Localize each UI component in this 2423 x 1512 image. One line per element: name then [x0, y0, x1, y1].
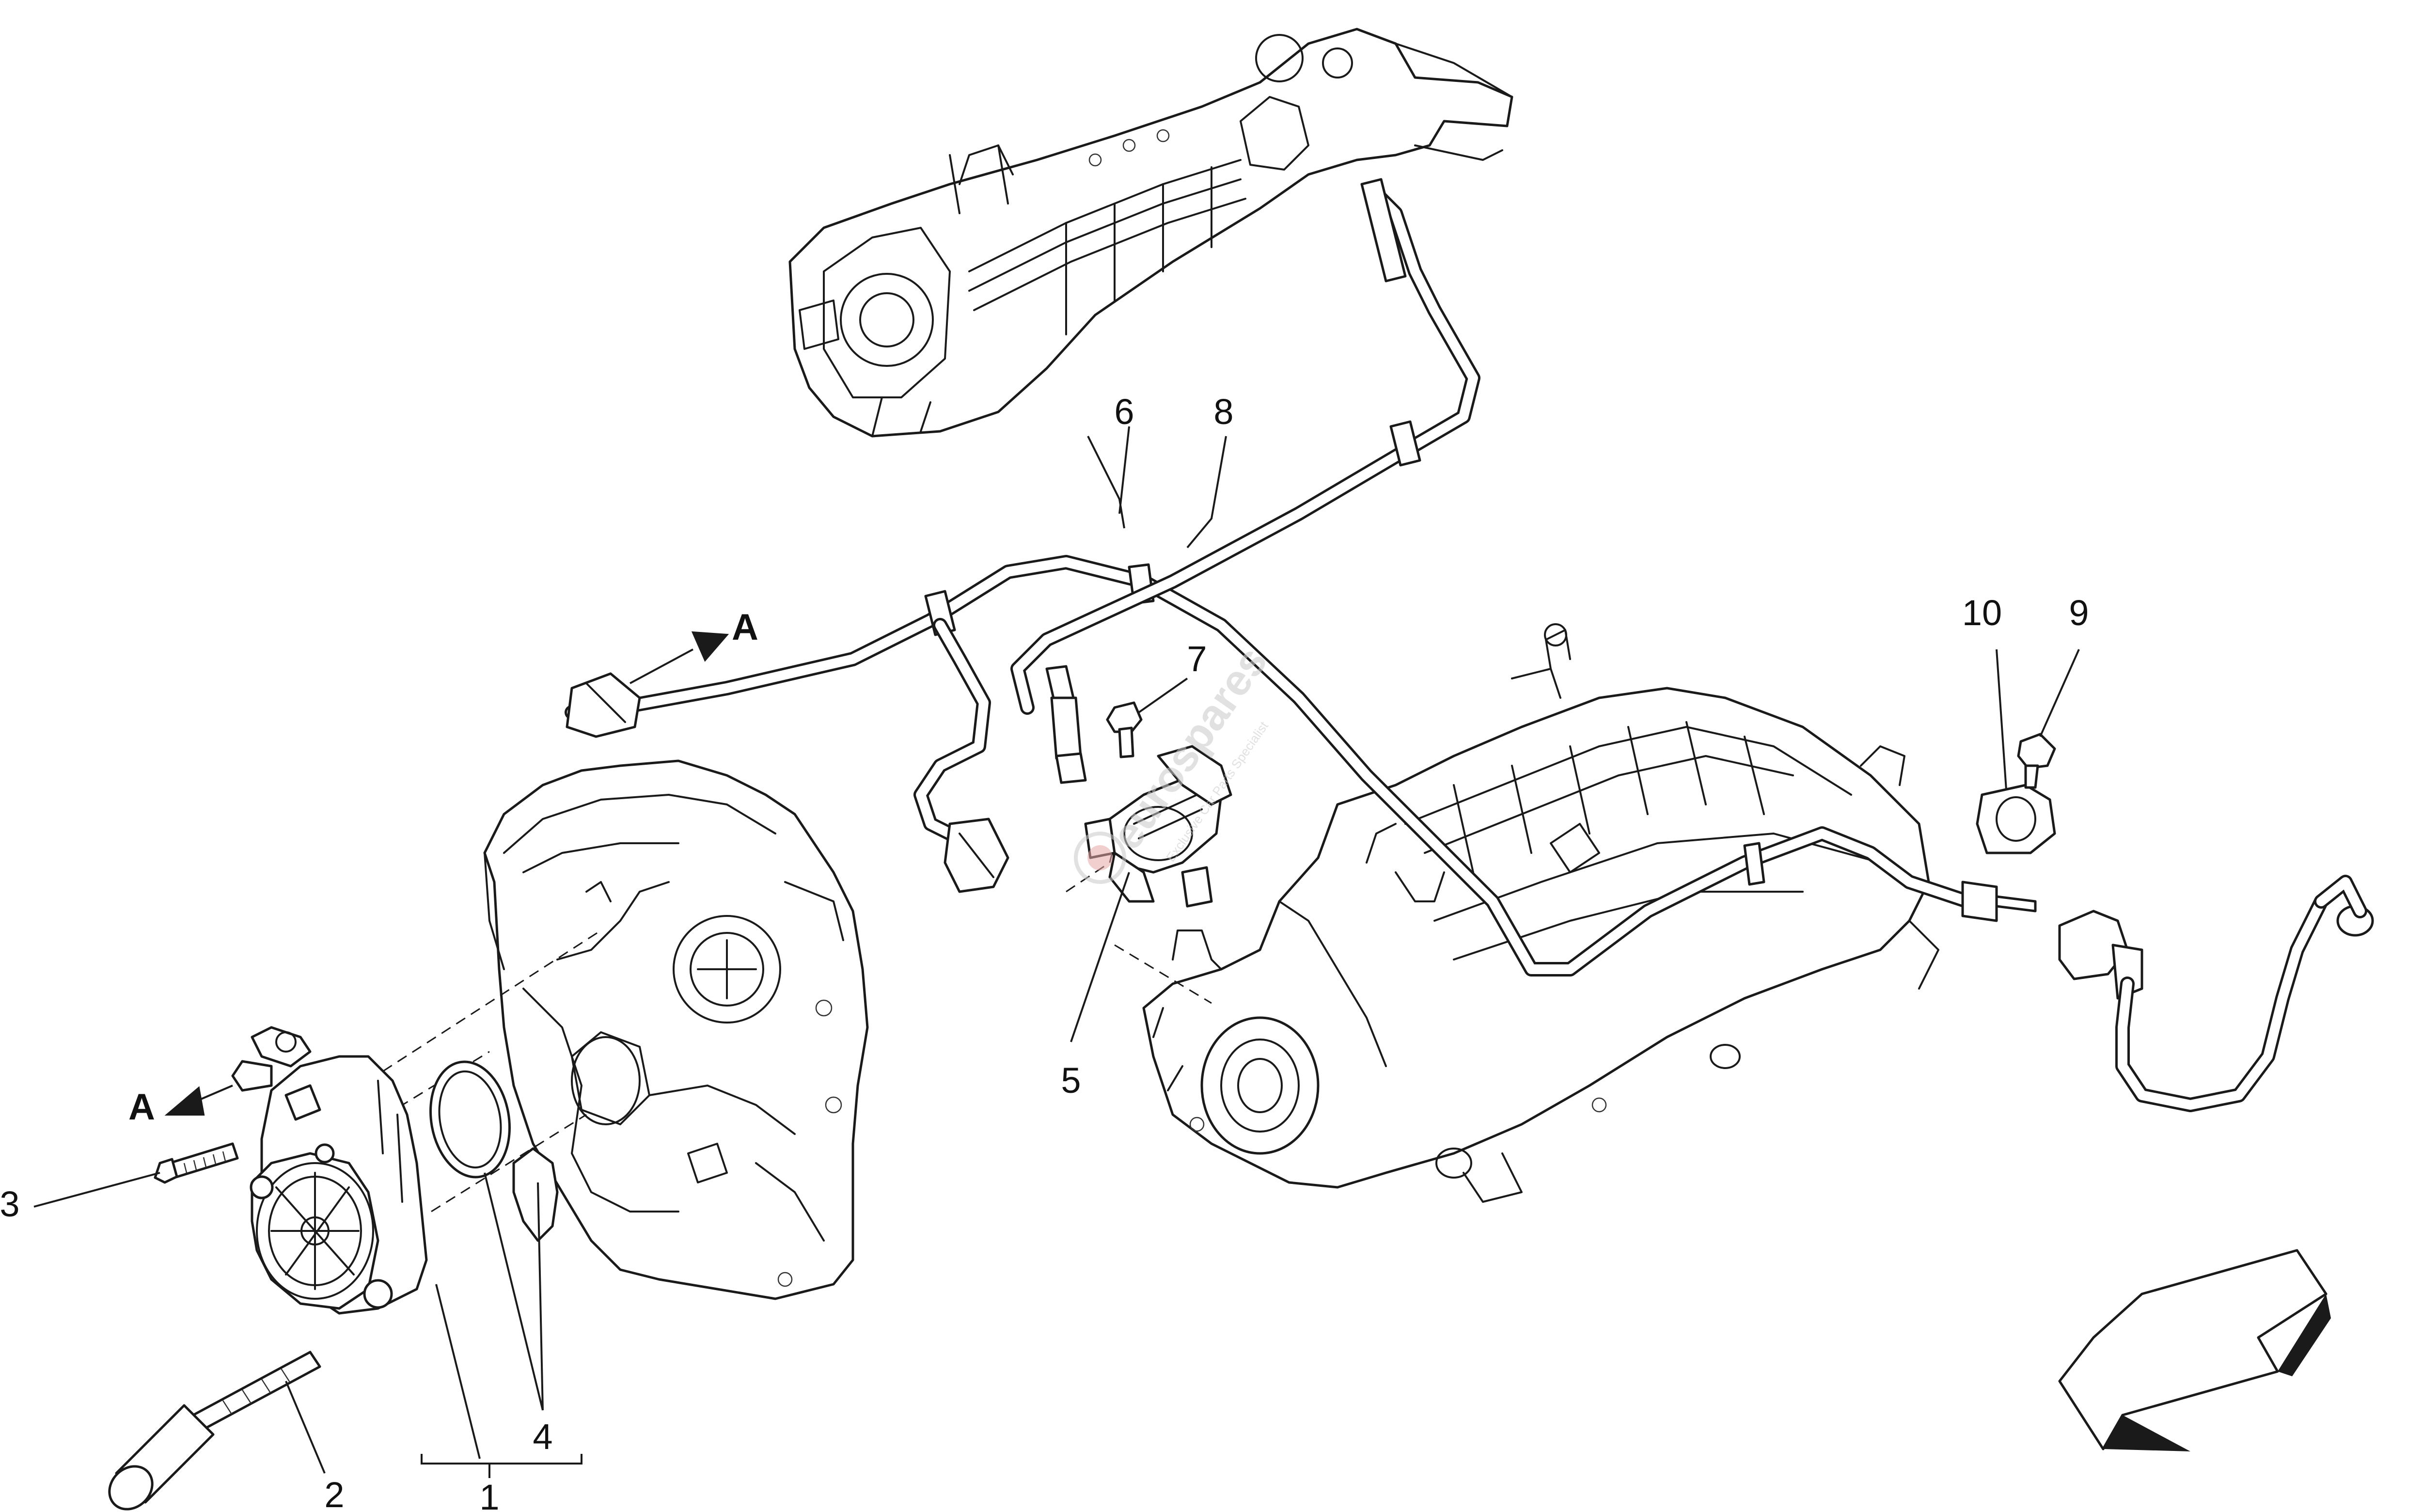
callout-10: 10	[1962, 593, 2002, 633]
connection-arrow-icon	[164, 1086, 205, 1116]
connector-hose-right	[2058, 875, 2374, 1112]
callout-leaders	[33, 426, 2080, 1478]
engine-timing-cover	[483, 759, 869, 1300]
connection-label-a-upper: A	[732, 607, 758, 648]
connection-label-a-lower: A	[128, 1087, 155, 1128]
connection-arrow-icon	[691, 631, 729, 662]
intake-manifold-assembly	[1142, 623, 1939, 1203]
transmission-assembly	[788, 28, 1513, 438]
callout-9: 9	[2069, 593, 2089, 633]
callout-7: 7	[1187, 639, 1207, 679]
screw-9	[2017, 733, 2056, 789]
callout-labels: 6 8 7 5 10 9 3 2 4 1	[0, 392, 2089, 1512]
watermark-logo-icon	[1074, 832, 1126, 884]
vacuum-hose-6	[565, 555, 2037, 976]
callout-6: 6	[1114, 392, 1134, 432]
connection-mark-upper: A	[629, 607, 758, 684]
connection-mark-lower: A	[128, 1085, 233, 1128]
o-ring-seals	[429, 1060, 559, 1242]
orientation-arrow-icon	[2058, 1249, 2331, 1451]
callout-2: 2	[324, 1475, 344, 1512]
callout-5: 5	[1061, 1060, 1081, 1101]
clamp-10	[1976, 784, 2056, 854]
vacuum-line-8	[1010, 178, 1480, 784]
screw-7	[1106, 701, 1143, 758]
callout-3: 3	[0, 1184, 20, 1224]
callout-1: 1	[479, 1477, 499, 1512]
callout-8: 8	[1213, 392, 1233, 432]
callout-4: 4	[533, 1417, 552, 1457]
vacuum-pump	[231, 1026, 428, 1315]
screw-3	[154, 1142, 239, 1184]
stud-2	[108, 1351, 321, 1511]
